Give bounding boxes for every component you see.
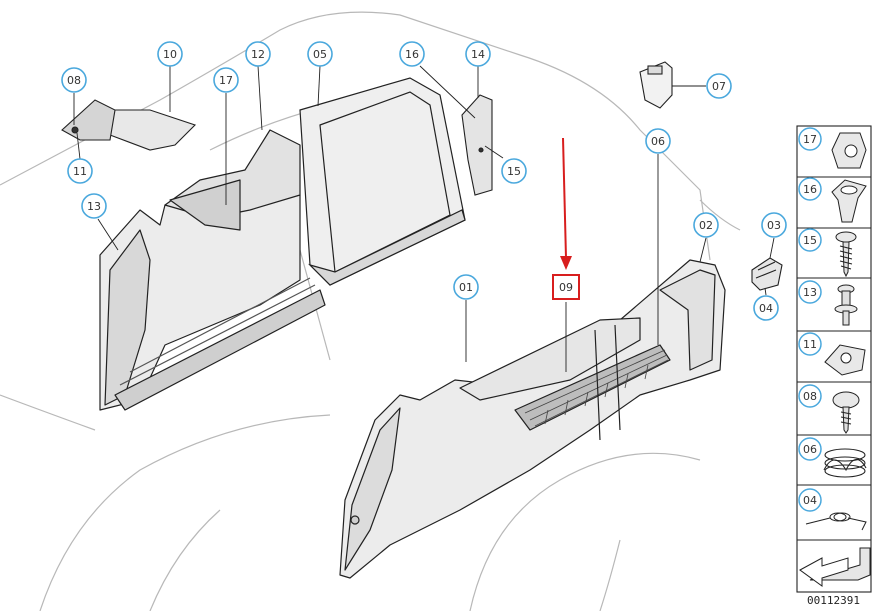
legend-callout-04: 04 xyxy=(798,488,822,512)
left-side-trim-panel xyxy=(99,129,326,411)
legend-callout-16: 16 xyxy=(798,177,822,201)
part-07-clip xyxy=(639,61,673,109)
callout-11: 11 xyxy=(67,158,93,184)
callout-label: 13 xyxy=(87,200,101,213)
legend-callout-06: 06 xyxy=(798,437,822,461)
callout-16: 16 xyxy=(399,41,425,67)
callout-label: 17 xyxy=(219,74,233,87)
callout-label: 04 xyxy=(759,302,773,315)
flange-screw-icon xyxy=(832,391,860,434)
callout-06: 06 xyxy=(645,128,671,154)
callout-07: 07 xyxy=(706,73,732,99)
callout-layer: 10 12 05 16 14 08 17 07 06 11 15 13 02 03 01 09 04 xyxy=(61,41,787,321)
right-side-trim-panel xyxy=(339,259,726,579)
legend-number: 16 xyxy=(803,183,817,196)
callout-label: 16 xyxy=(405,48,419,61)
callout-13: 13 xyxy=(81,193,107,219)
callout-12: 12 xyxy=(245,41,271,67)
coil-spring-icon xyxy=(823,448,867,478)
legend-callout-11: 11 xyxy=(798,332,822,356)
legend-callout-08: 08 xyxy=(798,384,822,408)
callout-label: 11 xyxy=(73,165,87,178)
part-05-rear-panel xyxy=(299,77,466,286)
callout-02: 02 xyxy=(693,212,719,238)
drawing-number: 00112391 xyxy=(807,594,860,607)
callout-label: 14 xyxy=(471,48,485,61)
part-10-bracket xyxy=(61,99,197,151)
callout-05: 05 xyxy=(307,41,333,67)
leader-lines xyxy=(73,65,775,372)
legend-callout-17: 17 xyxy=(798,127,822,151)
clip-nut-icon xyxy=(824,344,866,376)
callout-15: 15 xyxy=(501,158,527,184)
legend-number-layer: 17 16 15 13 11 08 06 04 xyxy=(798,127,822,512)
vehicle-body-outline xyxy=(0,11,741,611)
callout-14: 14 xyxy=(465,41,491,67)
fastener-legend xyxy=(796,125,872,593)
callout-label: 07 xyxy=(712,80,726,93)
callout-label: 06 xyxy=(651,135,665,148)
callout-03: 03 xyxy=(761,212,787,238)
legend-number: 08 xyxy=(803,390,817,403)
oval-grommet-icon xyxy=(831,179,867,223)
rubber-grommet-icon xyxy=(831,132,867,169)
callout-label: 12 xyxy=(251,48,265,61)
legend-number: 11 xyxy=(803,338,817,351)
legend-callout-15: 15 xyxy=(798,228,822,252)
callout-17: 17 xyxy=(213,67,239,93)
callout-label: 03 xyxy=(767,219,781,232)
callout-09: 09 xyxy=(552,274,580,300)
part-14-pillar-trim xyxy=(461,94,493,196)
highlight-arrow xyxy=(560,137,572,270)
legend-number: 13 xyxy=(803,286,817,299)
orientation-arrow-icon xyxy=(799,547,871,587)
callout-label: 15 xyxy=(507,165,521,178)
callout-label: 01 xyxy=(459,281,473,294)
part-03-bracket xyxy=(751,257,783,291)
callout-01: 01 xyxy=(453,274,479,300)
callout-08: 08 xyxy=(61,67,87,93)
torsion-spring-icon xyxy=(805,512,867,531)
callout-04: 04 xyxy=(753,295,779,321)
legend-callout-13: 13 xyxy=(798,280,822,304)
callout-label: 08 xyxy=(67,74,81,87)
callout-label: 09 xyxy=(559,281,573,294)
callout-label: 05 xyxy=(313,48,327,61)
screw-icon xyxy=(835,231,857,278)
legend-number: 06 xyxy=(803,443,817,456)
legend-number: 04 xyxy=(803,494,817,507)
callout-label: 10 xyxy=(163,48,177,61)
legend-number: 15 xyxy=(803,234,817,247)
bolt-with-washer-icon xyxy=(834,284,858,326)
legend-number: 17 xyxy=(803,133,817,146)
callout-10: 10 xyxy=(157,41,183,67)
callout-label: 02 xyxy=(699,219,713,232)
